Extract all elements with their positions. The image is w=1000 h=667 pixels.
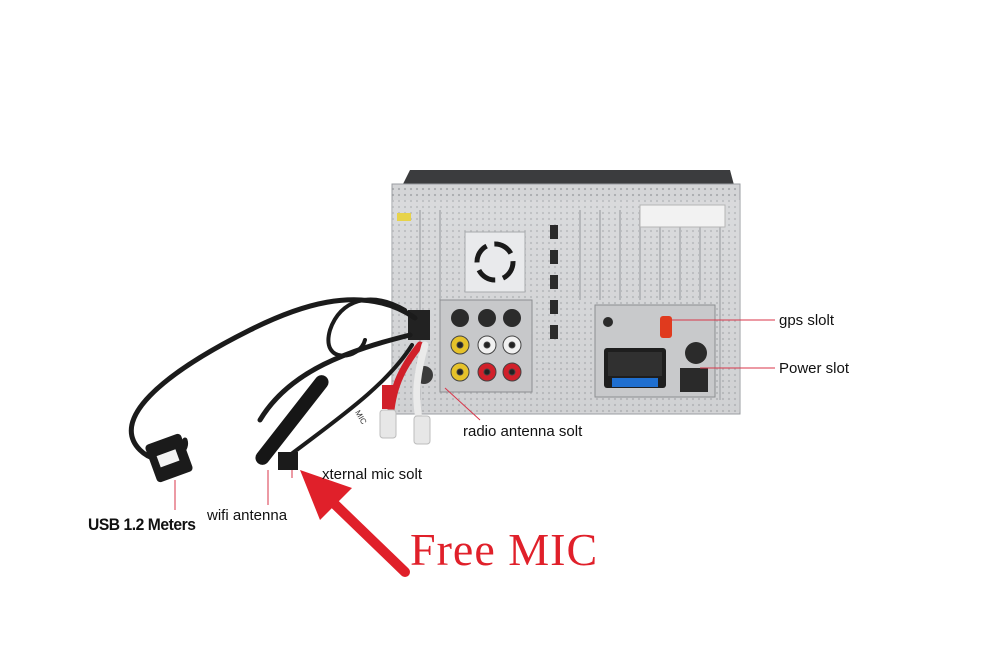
cable-tag: MIC	[353, 409, 368, 426]
usb-label: USB 1.2 Meters	[88, 515, 196, 534]
free-mic-label: Free MIC	[410, 524, 599, 575]
arrow-icon	[300, 470, 410, 577]
usb-plug	[145, 433, 193, 483]
wifi-antenna-label: wifi antenna	[207, 507, 288, 524]
power-slot-label: Power slot	[779, 360, 850, 377]
mic-slot-label: xternal mic solt	[322, 466, 423, 483]
callout-lines	[174, 319, 775, 510]
wifi-antenna	[255, 375, 329, 465]
gps-slot-label: gps slolt	[779, 312, 835, 329]
radio-antenna-label: radio antenna solt	[463, 423, 583, 440]
radio-chassis	[391, 170, 741, 415]
